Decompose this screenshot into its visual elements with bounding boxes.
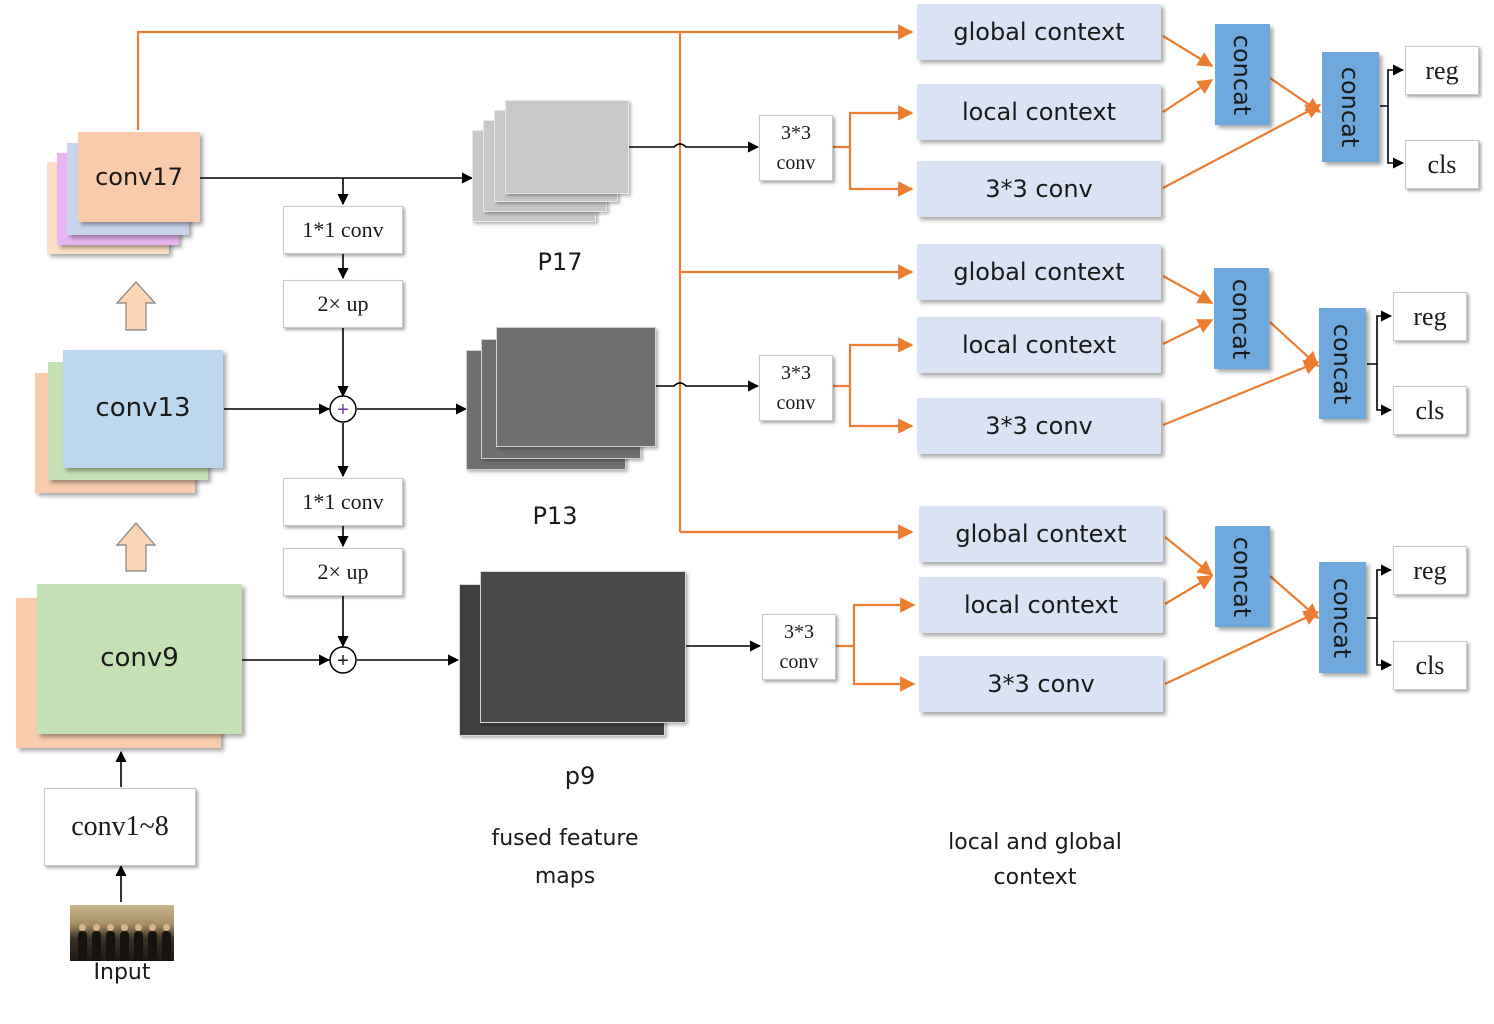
p13-label: P13 bbox=[532, 502, 578, 530]
conv3x3-box: 3*3 conv bbox=[917, 161, 1161, 217]
conv13-label: conv13 bbox=[95, 393, 191, 423]
concat-box-outer: concat bbox=[1322, 52, 1379, 162]
conv-text: 3*3 bbox=[784, 621, 814, 643]
conv-text: conv bbox=[779, 651, 819, 673]
conv-text: 3*3 bbox=[781, 362, 811, 384]
upsample-box-bottom: 2× up bbox=[283, 548, 403, 596]
sum-node-top: + bbox=[329, 395, 357, 423]
reg-box: reg bbox=[1393, 546, 1467, 595]
plus-sign: + bbox=[337, 650, 349, 672]
head-conv-box: 3*3 conv bbox=[759, 115, 833, 181]
conv3x3-box: 3*3 conv bbox=[919, 656, 1163, 712]
cls-box: cls bbox=[1405, 140, 1479, 189]
conv3x3-box: 3*3 conv bbox=[917, 398, 1161, 454]
context-caption-line2: context bbox=[993, 865, 1077, 890]
global-line-source bbox=[136, 24, 914, 130]
input-label: Input bbox=[93, 960, 151, 985]
conv-text: 3*3 bbox=[781, 122, 811, 144]
global-context-box: global context bbox=[919, 506, 1163, 562]
concat-box-inner: concat bbox=[1215, 526, 1270, 627]
conv9-label: conv9 bbox=[100, 643, 179, 673]
local-context-box: local context bbox=[917, 317, 1161, 373]
reg-box: reg bbox=[1393, 292, 1467, 341]
concat-box-outer: concat bbox=[1319, 562, 1366, 673]
up-arrow-icon bbox=[115, 281, 157, 331]
conv1x1-box-top: 1*1 conv bbox=[283, 206, 403, 254]
local-context-box: local context bbox=[917, 84, 1161, 140]
conv-text: conv bbox=[776, 152, 816, 174]
concat-box-inner: concat bbox=[1215, 24, 1270, 125]
conv-text: conv bbox=[776, 392, 816, 414]
reg-box: reg bbox=[1405, 46, 1479, 95]
upsample-box-top: 2× up bbox=[283, 280, 403, 328]
conv1x1-box-bottom: 1*1 conv bbox=[283, 478, 403, 526]
fused-caption-line1: fused feature bbox=[491, 826, 639, 851]
cls-box: cls bbox=[1393, 641, 1467, 690]
p9-label: p9 bbox=[564, 762, 596, 790]
global-context-box: global context bbox=[917, 244, 1161, 300]
concat-box-outer: concat bbox=[1319, 308, 1366, 419]
fused-caption-line2: maps bbox=[534, 864, 596, 889]
up-arrow-icon bbox=[115, 522, 157, 572]
head-conv-box: 3*3 conv bbox=[762, 614, 836, 680]
cls-box: cls bbox=[1393, 386, 1467, 435]
context-caption-line1: local and global bbox=[948, 830, 1122, 855]
local-context-box: local context bbox=[919, 577, 1163, 633]
conv17-label: conv17 bbox=[95, 163, 183, 191]
conv1-8-box: conv1~8 bbox=[44, 788, 196, 866]
sum-node-bottom: + bbox=[329, 646, 357, 674]
p17-label: P17 bbox=[537, 248, 583, 276]
concat-box-inner: concat bbox=[1214, 268, 1269, 369]
plus-sign: + bbox=[337, 399, 349, 421]
global-context-box: global context bbox=[917, 4, 1161, 60]
input-image bbox=[70, 905, 174, 961]
head-conv-box: 3*3 conv bbox=[759, 355, 833, 421]
